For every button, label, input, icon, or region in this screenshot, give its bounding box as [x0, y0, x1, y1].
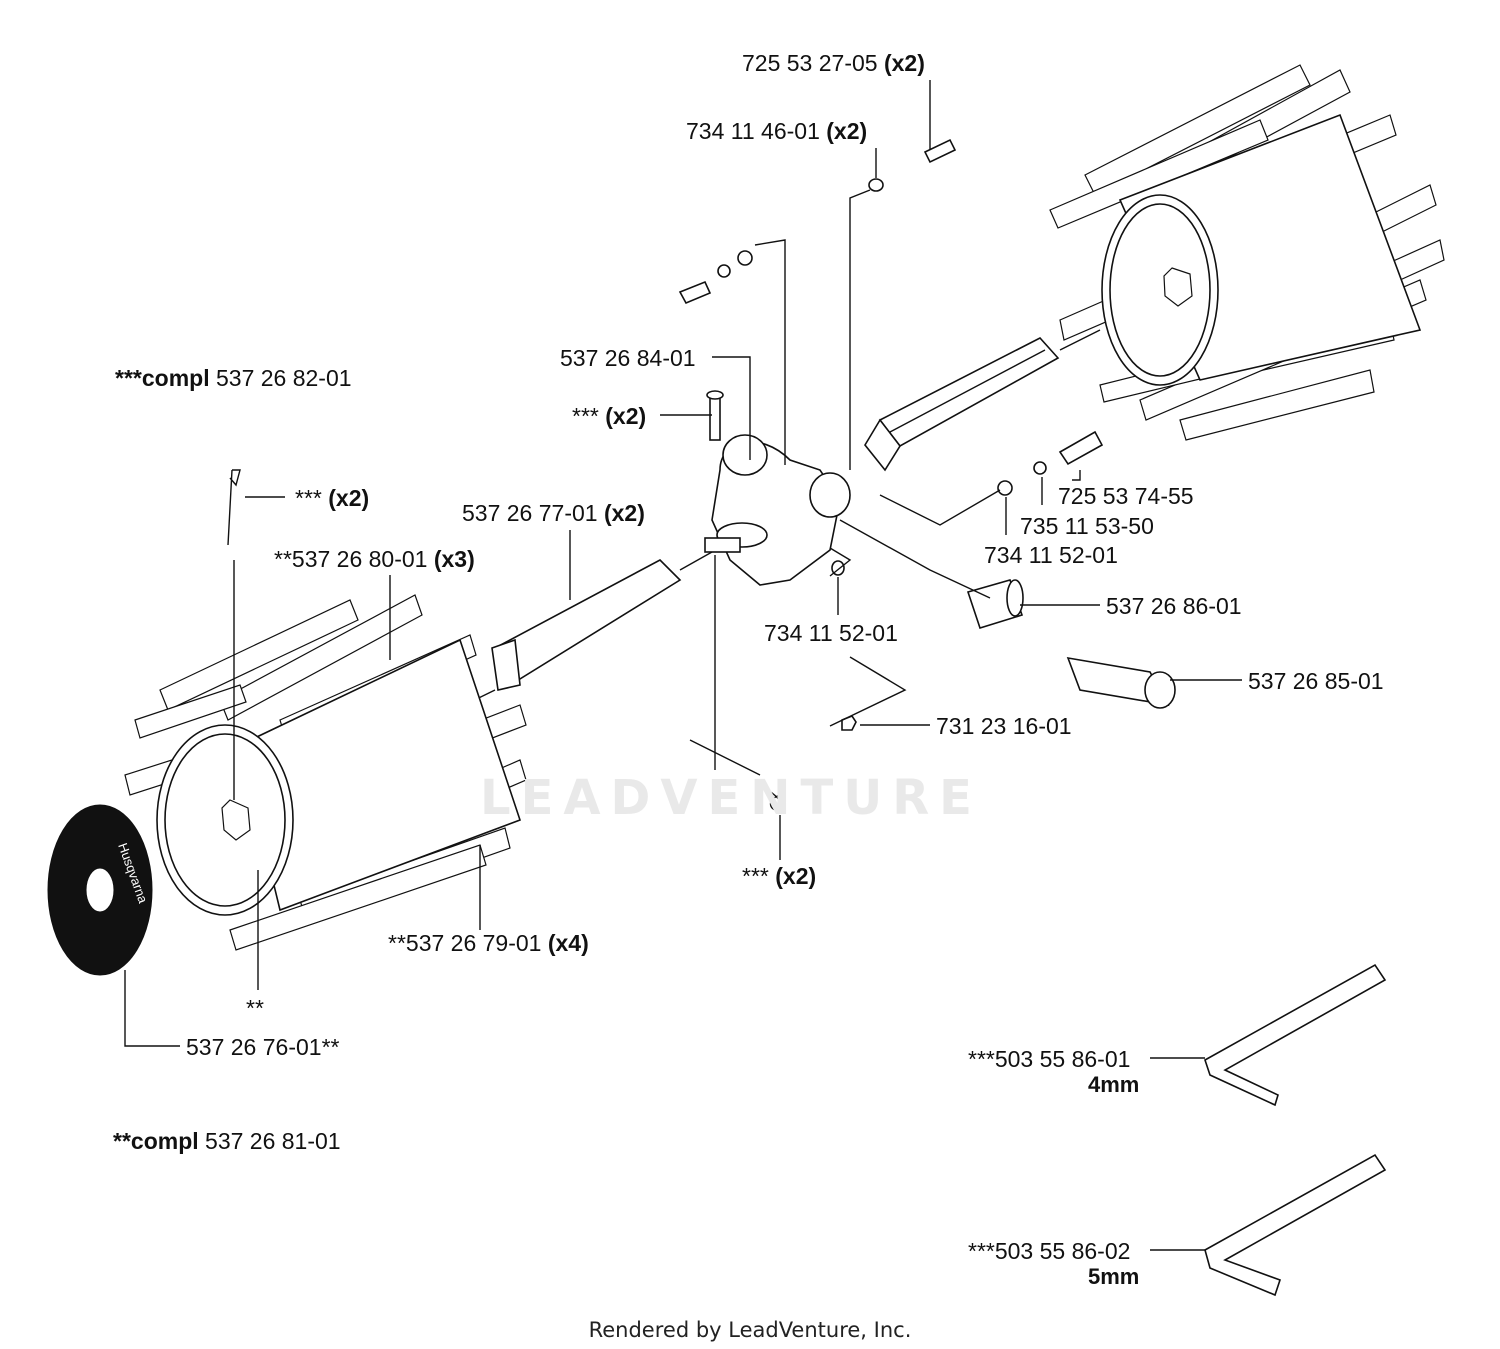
label-734-11-46-01: 734 11 46-01 (x2) [686, 118, 868, 144]
label-5mm: 5mm [1088, 1264, 1140, 1289]
label-537-26-84-01: 537 26 84-01 [560, 345, 696, 371]
label-537-26-85-01: 537 26 85-01 [1248, 668, 1384, 694]
label-double-asterisk: ** [246, 995, 264, 1021]
upper-drive-shaft [864, 329, 1101, 472]
footer-credit: Rendered by LeadVenture, Inc. [588, 1318, 912, 1342]
label-pin-x2: *** (x2) [572, 403, 647, 429]
label-537-26-76-01: 537 26 76-01** [186, 1034, 340, 1060]
right-tine-rotor [1049, 64, 1445, 441]
label-537-26-79-01: **537 26 79-01 (x4) [388, 930, 589, 956]
label-compl-537-26-81-01: **compl 537 26 81-01 [113, 1128, 341, 1154]
label-734-11-52-01-right: 734 11 52-01 [984, 542, 1118, 568]
label-4mm: 4mm [1088, 1072, 1140, 1097]
label-725-53-74-55: 725 53 74-55 [1058, 483, 1194, 509]
label-compl-537-26-82-01: ***compl 537 26 82-01 [115, 365, 352, 391]
label-503-55-86-02: ***503 55 86-02 [968, 1238, 1131, 1264]
label-725-53-27-05: 725 53 27-05 (x2) [742, 50, 925, 76]
label-731-23-16-01: 731 23 16-01 [936, 713, 1072, 739]
label-cotter-bottom-x2: *** (x2) [742, 863, 817, 889]
label-735-11-53-50: 735 11 53-50 [1020, 513, 1154, 539]
label-537-26-80-01: **537 26 80-01 (x3) [274, 546, 475, 572]
label-537-26-86-01: 537 26 86-01 [1106, 593, 1242, 619]
watermark: LEADVENTURE [480, 770, 982, 826]
leader-lines [124, 80, 1242, 1251]
label-537-26-77-01: 537 26 77-01 (x2) [462, 500, 645, 526]
label-503-55-86-01: ***503 55 86-01 [968, 1046, 1131, 1072]
left-tine-rotor [124, 594, 527, 951]
gearbox [704, 434, 851, 586]
label-734-11-52-01-center: 734 11 52-01 [764, 620, 898, 646]
label-cotter-top-x2: *** (x2) [295, 485, 370, 511]
washer-disc: Husqvarna [47, 804, 153, 976]
hardware [227, 138, 1387, 1297]
